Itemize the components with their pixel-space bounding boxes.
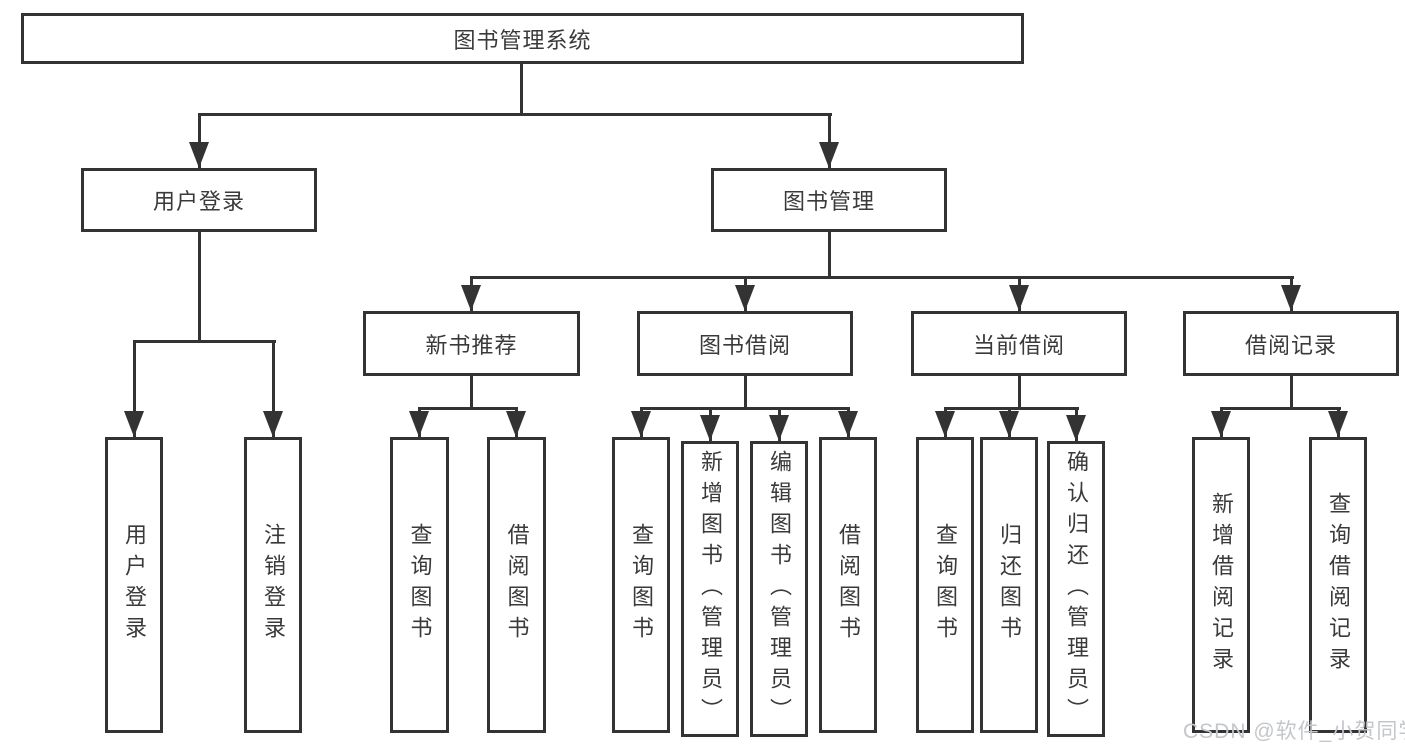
- node-user-login: 用户登录: [81, 168, 317, 232]
- connector-book-borrow-hline: [640, 407, 850, 410]
- node-book-management: 图书管理: [711, 168, 947, 232]
- connector-shaft-leaf-user-login: [133, 340, 136, 437]
- leaf-edit-book-admin: 编辑图书（管理员）: [750, 441, 808, 737]
- arrow-down-icon: [189, 142, 209, 168]
- arrow-down-icon: [819, 142, 839, 168]
- leaf-query-book-recommend: 查询图书: [390, 437, 449, 733]
- connector-user-login-hline: [133, 340, 276, 343]
- connector-root-stub: [520, 64, 523, 113]
- node-current-borrow: 当前借阅: [911, 311, 1127, 376]
- arrow-down-icon: [935, 411, 955, 437]
- leaf-logout: 注销登录: [244, 437, 302, 733]
- arrow-down-icon: [838, 411, 858, 437]
- connector-shaft-leaf-logout: [272, 340, 275, 437]
- arrow-down-icon: [124, 411, 144, 437]
- connector-shaft-book-management: [828, 113, 831, 168]
- leaf-borrow-book-borrow: 借阅图书: [819, 437, 877, 733]
- arrow-down-icon: [1211, 411, 1231, 437]
- csdn-watermark: CSDN @软件_小贺同学: [1183, 720, 1405, 743]
- arrow-down-icon: [735, 285, 755, 311]
- connector-user-login-stub: [198, 232, 201, 340]
- arrow-down-icon: [1066, 415, 1086, 441]
- arrow-down-icon: [631, 411, 651, 437]
- arrow-down-icon: [700, 415, 720, 441]
- connector-new-book-recommend-stub: [470, 376, 473, 407]
- arrow-down-icon: [409, 411, 429, 437]
- node-new-book-recommend: 新书推荐: [363, 311, 580, 376]
- connector-current-borrow-stub: [1018, 376, 1021, 407]
- connector-book-borrow-stub: [744, 376, 747, 407]
- leaf-query-book-current: 查询图书: [916, 437, 974, 733]
- node-book-borrow: 图书借阅: [637, 311, 853, 376]
- connector-book-management-stub: [828, 232, 831, 276]
- connector-shaft-user-login: [198, 113, 201, 168]
- arrow-down-icon: [1281, 285, 1301, 311]
- node-root: 图书管理系统: [21, 13, 1024, 64]
- connector-current-borrow-hline: [944, 407, 1079, 410]
- arrow-down-icon: [263, 411, 283, 437]
- arrow-down-icon: [1328, 411, 1348, 437]
- arrow-down-icon: [506, 411, 526, 437]
- connector-new-book-recommend-hline: [418, 407, 518, 410]
- arrow-down-icon: [461, 285, 481, 311]
- connector-borrow-record-stub: [1290, 376, 1293, 407]
- connector-book-management-hline: [470, 276, 1294, 279]
- leaf-query-borrow-record: 查询借阅记录: [1309, 437, 1367, 733]
- leaf-user-login: 用户登录: [105, 437, 163, 733]
- connector-root-hline: [198, 113, 832, 116]
- leaf-confirm-return-admin: 确认归还（管理员）: [1047, 441, 1105, 737]
- leaf-add-borrow-record: 新增借阅记录: [1192, 437, 1250, 733]
- arrow-down-icon: [769, 415, 789, 441]
- leaf-add-book-admin: 新增图书（管理员）: [681, 441, 739, 737]
- arrow-down-icon: [999, 411, 1019, 437]
- leaf-borrow-book-recommend: 借阅图书: [487, 437, 546, 733]
- node-borrow-record: 借阅记录: [1183, 311, 1399, 376]
- connector-borrow-record-hline: [1220, 407, 1341, 410]
- leaf-return-book: 归还图书: [980, 437, 1038, 733]
- leaf-query-book-borrow: 查询图书: [612, 437, 670, 733]
- arrow-down-icon: [1009, 285, 1029, 311]
